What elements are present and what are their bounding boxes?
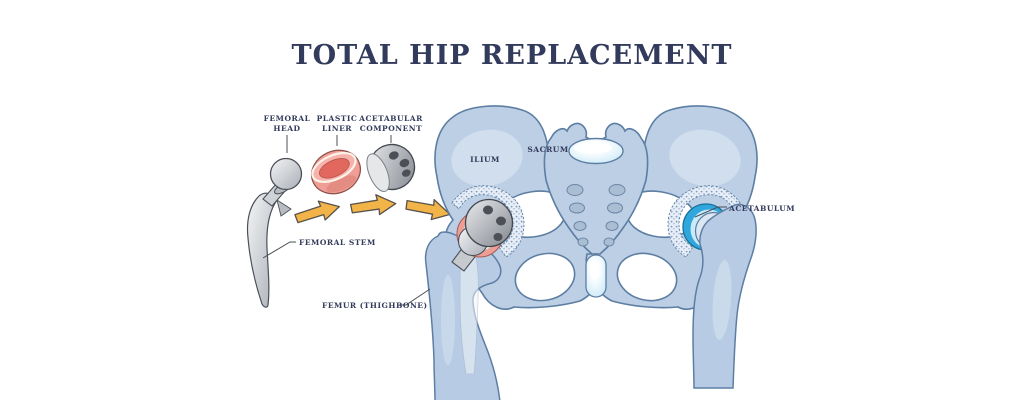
liner-cavity bbox=[318, 158, 350, 179]
femoral-stem-label: FEMORAL STEM bbox=[299, 238, 376, 247]
process-arrow-1 bbox=[294, 200, 340, 224]
screw-hole bbox=[493, 233, 503, 241]
screw-hole bbox=[399, 158, 410, 168]
left-hip-joint-implanted bbox=[424, 198, 514, 400]
plastic-liner-label-line2: LINER bbox=[322, 124, 352, 133]
sacral-foramen bbox=[605, 221, 619, 231]
femoral-head-label-line2: HEAD bbox=[273, 124, 300, 133]
process-arrow-2 bbox=[349, 194, 397, 216]
pubic-symphysis bbox=[585, 254, 607, 298]
pelvis-illustration bbox=[424, 105, 758, 400]
femoral-head-sphere bbox=[269, 157, 303, 191]
right-wing-highlight bbox=[669, 129, 741, 187]
screw-hole bbox=[388, 151, 399, 160]
right-femur-highlight bbox=[712, 260, 732, 340]
plastic-liner-illustration bbox=[311, 149, 361, 195]
sacral-foramen bbox=[569, 202, 585, 214]
page-title: TOTAL HIP REPLACEMENT bbox=[292, 40, 733, 71]
screw-hole bbox=[401, 169, 411, 177]
sacrum-shape bbox=[543, 122, 649, 255]
sacrum-label: SACRUM bbox=[527, 145, 568, 154]
plastic-liner-label: PLASTIC bbox=[317, 114, 358, 123]
right-hip-joint bbox=[682, 203, 757, 389]
acetabular-component-illustration bbox=[366, 143, 416, 192]
femoral-stem-implant-illustration bbox=[246, 157, 303, 308]
sacral-foramen bbox=[566, 184, 584, 196]
acetabulum-label: ACETABULUM bbox=[728, 204, 795, 213]
left-femur-highlight bbox=[441, 275, 455, 365]
process-arrows bbox=[294, 194, 451, 224]
sacral-foramen bbox=[577, 237, 589, 247]
exploded-implant-group bbox=[246, 143, 451, 308]
stem-inside-femur bbox=[459, 249, 479, 375]
sacral-foramina bbox=[566, 184, 626, 247]
liner-shade bbox=[326, 175, 357, 193]
sacral-foramen bbox=[608, 184, 626, 196]
process-arrow-3 bbox=[405, 198, 451, 221]
stem-fin-shape bbox=[276, 199, 292, 217]
femur-leader bbox=[399, 288, 431, 306]
acetabular-component-label: ACETABULAR bbox=[358, 114, 423, 123]
femoral-stem-shape bbox=[246, 192, 278, 308]
screw-hole bbox=[483, 205, 493, 215]
disc-gloss bbox=[574, 142, 612, 154]
sacral-foramen bbox=[603, 237, 615, 247]
acetabular-rim bbox=[366, 153, 390, 192]
acetabulum-leader bbox=[694, 206, 727, 218]
ilium-label: ILIUM bbox=[470, 155, 500, 164]
screw-hole bbox=[496, 216, 506, 226]
sacral-foramen bbox=[573, 221, 587, 231]
femoral-head-label: FEMORAL bbox=[264, 114, 311, 123]
femur-label: FEMUR (THIGHBONE) bbox=[322, 301, 428, 310]
sacral-foramen bbox=[607, 202, 623, 214]
femoral-stem-leader bbox=[262, 241, 296, 259]
left-acetabulum-stipple bbox=[451, 185, 525, 258]
labels: FEMORAL HEAD PLASTIC LINER ACETABULAR CO… bbox=[262, 114, 795, 310]
left-wing-highlight bbox=[451, 129, 523, 187]
acetabular-component-label-line2: COMPONENT bbox=[360, 124, 423, 133]
right-acetabulum-stipple bbox=[667, 185, 741, 258]
